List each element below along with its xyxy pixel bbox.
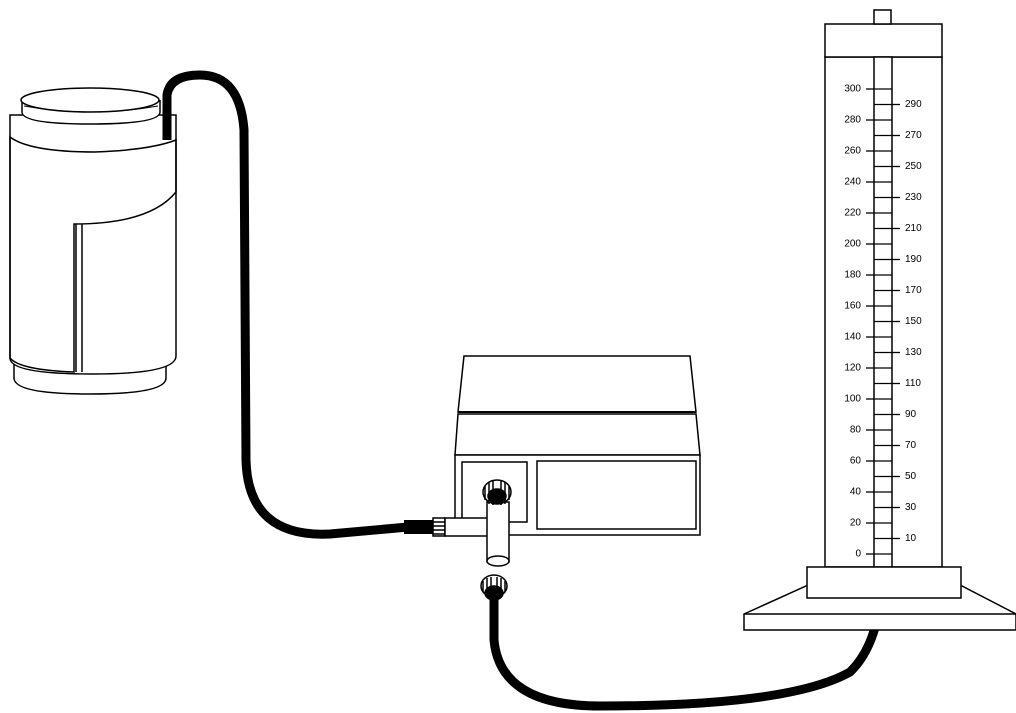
scale-label-right: 270 bbox=[905, 130, 922, 141]
scale-label-left: 180 bbox=[844, 270, 861, 281]
scale-label-left: 240 bbox=[844, 177, 861, 188]
device-window bbox=[536, 460, 697, 530]
manometer-base-block bbox=[806, 566, 962, 599]
scale-label-right: 230 bbox=[905, 192, 922, 203]
cuff-tube-end bbox=[404, 520, 436, 534]
scale-label-left: 120 bbox=[844, 363, 861, 374]
scale-label-right: 110 bbox=[905, 378, 921, 389]
scale-label-right: 50 bbox=[905, 471, 917, 482]
scale-label-right: 70 bbox=[905, 440, 917, 451]
scale-label-left: 60 bbox=[850, 456, 862, 467]
scale-label-right: 210 bbox=[905, 223, 922, 234]
scale-label-left: 20 bbox=[850, 518, 862, 529]
scale-label-left: 80 bbox=[850, 425, 862, 436]
cuff-tube bbox=[162, 70, 409, 539]
scale-label-left: 140 bbox=[844, 332, 861, 343]
scale-label-left: 0 bbox=[855, 549, 861, 560]
manometer-tube bbox=[489, 584, 887, 711]
manometer-top-cap bbox=[824, 23, 943, 58]
scale-label-left: 40 bbox=[850, 487, 862, 498]
scale-label-right: 190 bbox=[905, 254, 922, 265]
scale-label-right: 150 bbox=[905, 316, 922, 327]
scale-label-right: 10 bbox=[905, 533, 917, 544]
scale-label-right: 30 bbox=[905, 502, 917, 513]
cuff-cylinder bbox=[9, 87, 177, 395]
manometer-knob bbox=[873, 9, 892, 25]
cuff-wrap bbox=[9, 135, 177, 373]
tube-connector bbox=[432, 517, 446, 537]
scale-label-left: 200 bbox=[844, 239, 861, 250]
lower-fitting bbox=[480, 574, 508, 601]
scale-label-left: 100 bbox=[844, 394, 861, 405]
scale-label-left: 220 bbox=[844, 208, 861, 219]
upper-fitting bbox=[482, 479, 512, 505]
scale-label-left: 300 bbox=[844, 84, 861, 95]
scale-label-right: 290 bbox=[905, 99, 922, 110]
manometer bbox=[743, 9, 1016, 631]
manometer-tube-glass bbox=[873, 56, 893, 568]
scale-label-right: 170 bbox=[905, 285, 922, 296]
manometer-scale: 0 20 40 60 80 100 120 140 160 180 200 220 240 260 280 3… bbox=[844, 84, 922, 560]
scale-label-left: 160 bbox=[844, 301, 861, 312]
scale-label-right: 250 bbox=[905, 161, 922, 172]
scale-label-left: 260 bbox=[844, 146, 861, 157]
scale-label-right: 90 bbox=[905, 409, 917, 420]
scale-label-right: 130 bbox=[905, 347, 922, 358]
scale-label-left: 280 bbox=[844, 115, 861, 126]
